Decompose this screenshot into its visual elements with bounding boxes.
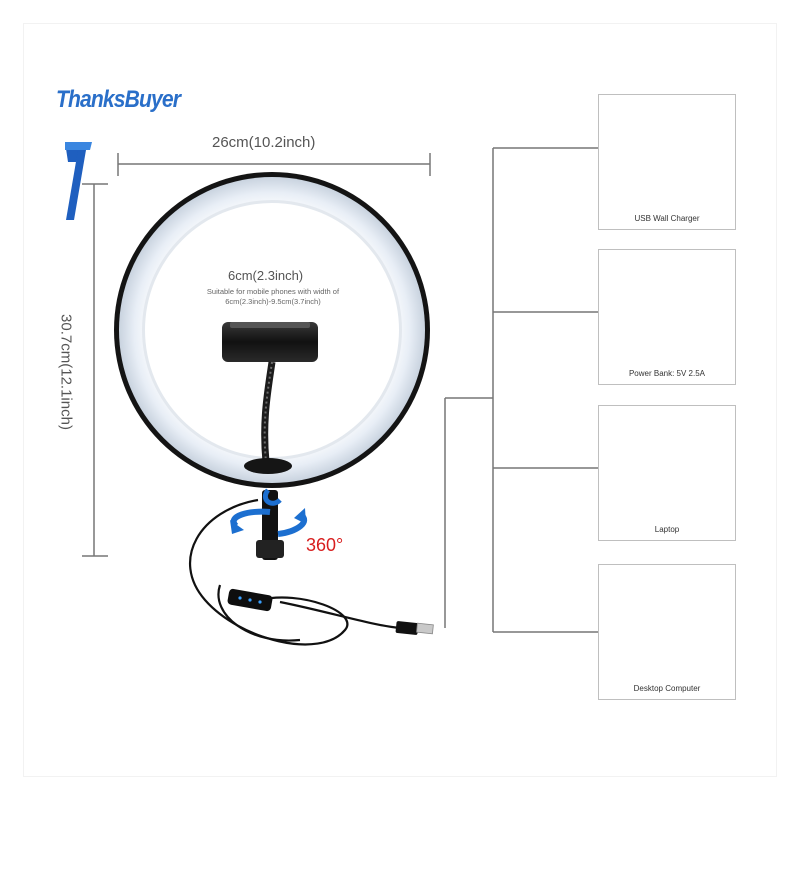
connection-lines [444, 147, 598, 633]
device-card-desktop-computer: Desktop Computer [598, 564, 736, 700]
clamp-size-label: 6cm(2.3inch) [228, 268, 304, 283]
brand-name: ThanksBuyer [56, 86, 181, 113]
device-card-laptop: Laptop [598, 405, 736, 541]
device-card-power-bank: Power Bank: 5V 2.5A [598, 249, 736, 385]
clamp-note-line-1: Suitable for mobile phones with width of [206, 287, 340, 296]
clamp-note-line-2: 6cm(2.3inch)-9.5cm(3.7inch) [225, 297, 321, 306]
rotation-mount [230, 488, 308, 560]
device-label-desktop-computer: Desktop Computer [633, 684, 701, 693]
device-label-usb-wall-charger: USB Wall Charger [634, 214, 700, 223]
usb-cable [188, 498, 401, 646]
brand-logo-icon [65, 142, 92, 220]
device-label-power-bank: Power Bank: 5V 2.5A [628, 369, 706, 378]
product-page: ThanksBuyer [56, 86, 736, 700]
width-dimension-line [117, 153, 431, 176]
device-label-laptop: Laptop [654, 525, 680, 534]
height-dimension-line [82, 183, 108, 557]
device-card-usb-wall-charger: USB Wall Charger [598, 94, 736, 230]
height-dimension-label: 30.7cm(12.1inch) [57, 314, 75, 430]
phone-clamp [222, 322, 318, 474]
width-dimension-label: 26cm(10.2inch) [212, 134, 316, 151]
clamp-note: Suitable for mobile phones with width of… [198, 287, 348, 307]
inline-controller [227, 588, 273, 612]
rotation-label: 360° [306, 535, 344, 555]
usb-plug-icon [395, 621, 434, 635]
